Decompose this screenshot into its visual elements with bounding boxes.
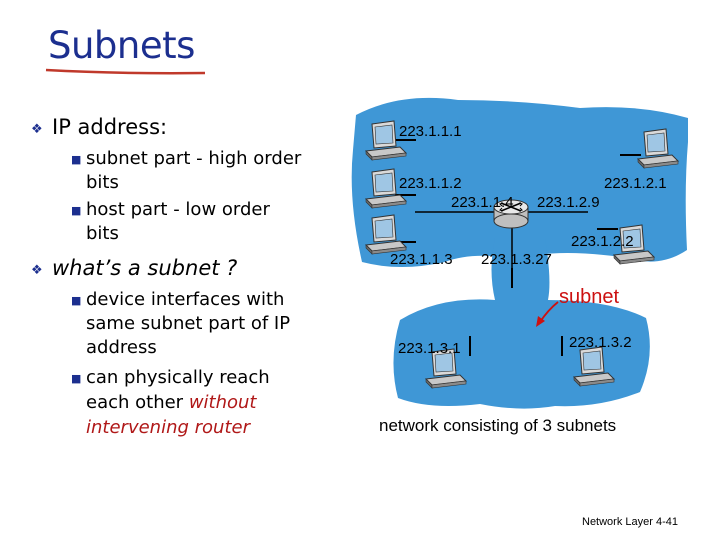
sub-bullet-marker-icon: ■ — [71, 294, 82, 307]
bullet-reach-1: can physically reach — [86, 367, 270, 388]
router-icon — [493, 199, 529, 229]
bullet-subnet-part-cont: bits — [86, 172, 119, 193]
ip-label: 223.1.1.2 — [399, 175, 462, 192]
bullet-ip-address: IP address: — [52, 115, 168, 139]
bullet-whats-subnet: what’s a subnet ? — [52, 256, 238, 280]
bullet-subnet-part: subnet part - high order — [86, 148, 302, 169]
bullet-host-part: host part - low order — [86, 199, 270, 220]
ip-label: 223.1.1.3 — [390, 251, 453, 268]
network-subnet-1 — [351, 97, 688, 267]
bullet-reach-2-text: each other — [86, 392, 189, 413]
diagram-caption: network consisting of 3 subnets — [379, 416, 616, 435]
router-links — [415, 211, 588, 268]
ip-label: 223.1.2.9 — [537, 194, 600, 211]
ip-label: 223.1.3.1 — [398, 340, 461, 357]
bullet-reach-2-emph: without — [188, 392, 257, 413]
bullet-list: ❖ IP address: ■ subnet part - high order… — [0, 0, 340, 460]
sub-bullet-marker-icon: ■ — [71, 372, 82, 385]
bullet-reach-2: each other without — [86, 391, 256, 414]
footer-page-label: Network Layer 4-41 — [582, 516, 678, 528]
bullet-host-part-cont: bits — [86, 223, 119, 244]
bullet-marker-icon: ❖ — [31, 263, 43, 278]
ip-label: 223.1.2.1 — [604, 175, 667, 192]
subnet-label: subnet — [559, 286, 619, 308]
bullet-device-1: device interfaces with — [86, 289, 285, 310]
subnet-arrowhead-icon — [536, 316, 545, 327]
bullet-reach-3: intervening router — [86, 417, 250, 438]
page-title: Subnets — [48, 24, 195, 67]
sub-bullet-marker-icon: ■ — [71, 153, 82, 166]
ip-label: 223.1.1.1 — [399, 123, 462, 140]
ip-label: 223.1.3.2 — [569, 334, 632, 351]
sub-bullet-marker-icon: ■ — [71, 204, 82, 217]
bullet-marker-icon: ❖ — [31, 122, 43, 137]
ip-label: 223.1.3.27 — [481, 251, 552, 268]
ip-label: 223.1.1.4 — [451, 194, 514, 211]
network-area-upper — [351, 97, 688, 267]
bullet-device-3: address — [86, 337, 157, 358]
ip-label: 223.1.2.2 — [571, 233, 634, 250]
bullet-device-2: same subnet part of IP — [86, 313, 291, 334]
